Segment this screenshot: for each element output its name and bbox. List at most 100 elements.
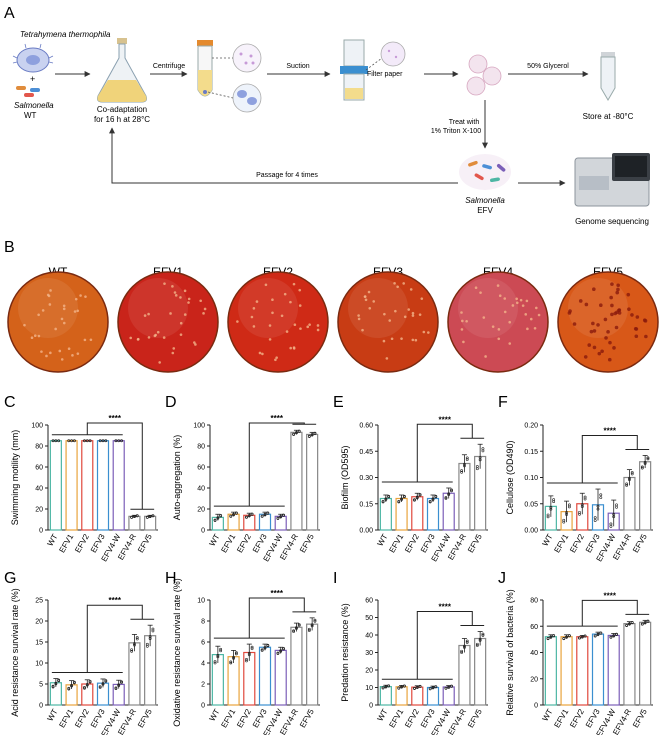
bar [426,686,440,706]
data-point [213,518,217,522]
x-tick-label: WT [376,707,390,722]
data-point [276,651,280,655]
colony [162,336,166,339]
y-tick-label: 6 [201,640,205,647]
data-point [54,439,58,443]
data-point [307,434,311,438]
data-point [216,653,220,657]
colony [271,311,274,315]
data-point [549,505,553,509]
data-point [646,457,650,461]
y-tick-label: 80 [197,444,205,451]
data-point [397,686,401,690]
data-point [67,439,71,443]
significance-bracket [416,611,473,680]
data-point [625,482,629,486]
y-tick-label: 2 [201,682,205,689]
colony [158,361,161,364]
colony [179,321,183,325]
plate-highlight [568,278,628,338]
bar [379,686,392,706]
colony [199,299,202,303]
data-point [384,497,388,501]
colony [45,354,48,358]
colony [147,312,150,316]
bar [306,433,319,531]
bar [411,496,424,531]
colony [465,319,468,323]
data-point [444,497,448,500]
data-point [615,503,618,507]
colony [587,343,592,347]
x-tick-label: EFV1 [220,532,238,554]
data-point [135,637,139,641]
colony [255,300,259,303]
data-point [219,649,223,653]
data-point [567,634,571,637]
colony [357,314,360,317]
y-axis-label: Predation resistance (%) [340,603,350,702]
panel-letter-a: A [4,5,15,22]
data-point [475,465,479,468]
bar [639,461,652,531]
colony [187,297,191,301]
data-point [234,511,238,515]
data-point [85,439,89,443]
colony [597,351,602,356]
colony [606,330,610,334]
colony [519,298,523,302]
data-point [313,431,317,435]
y-tick-label: 0 [369,703,373,710]
panel-letter-b: B [4,239,15,256]
significance-bracket [248,422,305,507]
colony [40,350,43,353]
colony [396,285,399,289]
y-tick-label: 30 [365,650,373,657]
colony [508,342,512,345]
colony [610,312,614,317]
data-point [465,456,469,460]
filter-paper-label: Filter paper [367,71,403,78]
data-point [434,494,438,498]
significance-bracket [581,434,638,484]
data-point [628,622,631,626]
data-point [413,686,416,690]
x-tick-label: EFV1 [388,707,406,729]
colony [79,294,82,297]
data-point [625,623,629,627]
data-point [250,647,254,651]
data-point [640,466,644,470]
y-tick-label: 20 [35,619,43,626]
colony [508,320,511,324]
data-point [310,624,314,628]
data-point [232,657,235,660]
colony [58,349,62,353]
y-tick-label: 0 [39,528,43,535]
data-point [313,618,317,622]
y-tick-label: 5 [39,682,43,689]
plate-efv2 [227,271,329,373]
data-point [428,499,432,503]
data-point [120,439,123,443]
y-tick-label: 25 [35,598,43,605]
data-point [295,626,298,630]
y-axis-label: Auto-aggregation (%) [172,435,182,521]
y-tick-label: 0.10 [524,475,538,482]
data-point [562,518,566,522]
plate-wt [7,271,109,373]
plate-efv4 [447,271,549,373]
bar [379,497,392,531]
plate-efv3 [337,271,439,373]
zoom-circle-bacteria [212,43,262,73]
colony [89,338,93,342]
colony [403,315,407,319]
panel-letter-d: D [165,394,177,411]
data-point [583,495,587,499]
x-tick-label: WT [541,707,555,722]
data-point [232,513,235,516]
data-point [229,660,233,664]
colony [268,338,272,341]
colony [73,310,77,313]
data-point [447,492,451,496]
